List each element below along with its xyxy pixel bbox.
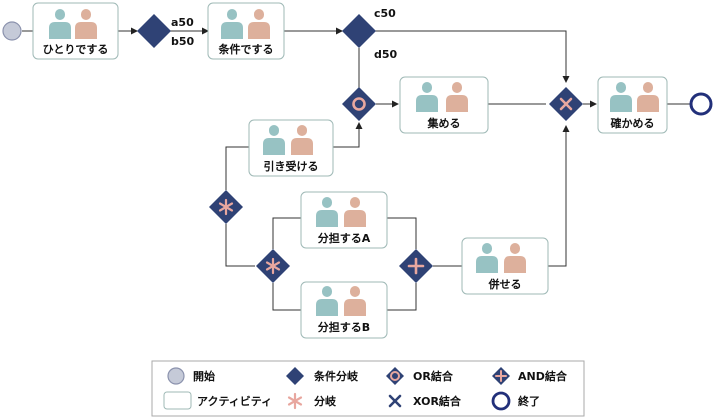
plus-marker-icon bbox=[495, 370, 507, 382]
conditional-gateway bbox=[137, 14, 171, 48]
activity-label: 確かめる bbox=[611, 116, 655, 130]
activity-share-a: 分担するA bbox=[300, 191, 388, 249]
legend-asterisk-icon bbox=[287, 392, 303, 410]
and-join-gateway bbox=[399, 249, 433, 283]
flow-share-b-and bbox=[387, 283, 417, 311]
legend-or-icon bbox=[386, 367, 404, 385]
circle-marker-icon bbox=[390, 371, 400, 381]
legend-start-icon bbox=[167, 367, 185, 385]
legend: 開始 アクティビティ 条件分岐 分岐 OR結合 XOR結合 AND結合 終了 bbox=[151, 360, 585, 417]
end-event bbox=[689, 92, 713, 116]
sequence-flows bbox=[22, 27, 690, 311]
branch-gateway bbox=[256, 249, 290, 283]
flow-merge-xor bbox=[548, 125, 570, 267]
plus-marker-icon bbox=[407, 257, 425, 275]
x-marker-icon bbox=[559, 97, 573, 111]
flow-takeover-or bbox=[333, 122, 363, 148]
legend-start-label: 開始 bbox=[193, 369, 215, 383]
activity-takeover: 引き受ける bbox=[248, 119, 334, 177]
branch-label-c: c50 bbox=[374, 7, 396, 20]
flow-gw2-c50 bbox=[375, 30, 570, 83]
activity-label: 集める bbox=[427, 116, 461, 130]
activity-label: 引き受ける bbox=[264, 159, 319, 173]
flow-branch-gw bbox=[225, 224, 255, 267]
activity-conditional: 条件でする bbox=[207, 2, 285, 60]
legend-activity-icon bbox=[163, 391, 192, 410]
start-event bbox=[2, 21, 22, 41]
legend-or-label: OR結合 bbox=[413, 369, 454, 383]
asterisk-marker-icon bbox=[218, 198, 234, 216]
legend-end-icon bbox=[491, 391, 511, 411]
or-join-gateway bbox=[342, 87, 376, 121]
activity-merge: 併せる bbox=[461, 237, 549, 295]
legend-box bbox=[151, 360, 585, 417]
circle-marker-icon bbox=[352, 97, 366, 111]
activity-label: 条件でする bbox=[218, 42, 274, 56]
activity-label: ひとりでする bbox=[43, 43, 109, 56]
activity-label: 分担するA bbox=[318, 231, 371, 245]
branch-label-d: d50 bbox=[374, 48, 398, 61]
activity-single: ひとりでする bbox=[32, 2, 119, 60]
activity-label: 併せる bbox=[488, 277, 522, 291]
flow-gw-share-b bbox=[272, 283, 301, 311]
legend-xor-label: XOR結合 bbox=[413, 394, 462, 408]
activity-confirm: 確かめる bbox=[597, 76, 668, 134]
legend-conditional-label: 条件分岐 bbox=[313, 369, 359, 383]
legend-activity-label: アクティビティ bbox=[197, 394, 272, 408]
legend-branch-label: 分岐 bbox=[314, 394, 337, 408]
activity-label: 分担するB bbox=[318, 320, 370, 334]
flow-branch-takeover bbox=[225, 146, 249, 190]
activity-gather: 集める bbox=[399, 76, 489, 134]
legend-xor-icon bbox=[388, 394, 402, 408]
branch-label-a: a50 bbox=[171, 16, 194, 29]
flow-share-a-and bbox=[387, 217, 417, 249]
conditional-gateway bbox=[342, 14, 376, 48]
asterisk-marker-icon bbox=[265, 257, 281, 275]
legend-end-label: 終了 bbox=[518, 394, 540, 408]
legend-conditional-icon bbox=[286, 367, 304, 385]
branch-gateway bbox=[209, 190, 243, 224]
flow-gw-share-a bbox=[272, 217, 301, 249]
activity-share-b: 分担するB bbox=[300, 281, 388, 339]
branch-label-b: b50 bbox=[171, 35, 195, 48]
legend-and-label: AND結合 bbox=[518, 369, 568, 383]
xor-join-gateway bbox=[549, 87, 583, 121]
